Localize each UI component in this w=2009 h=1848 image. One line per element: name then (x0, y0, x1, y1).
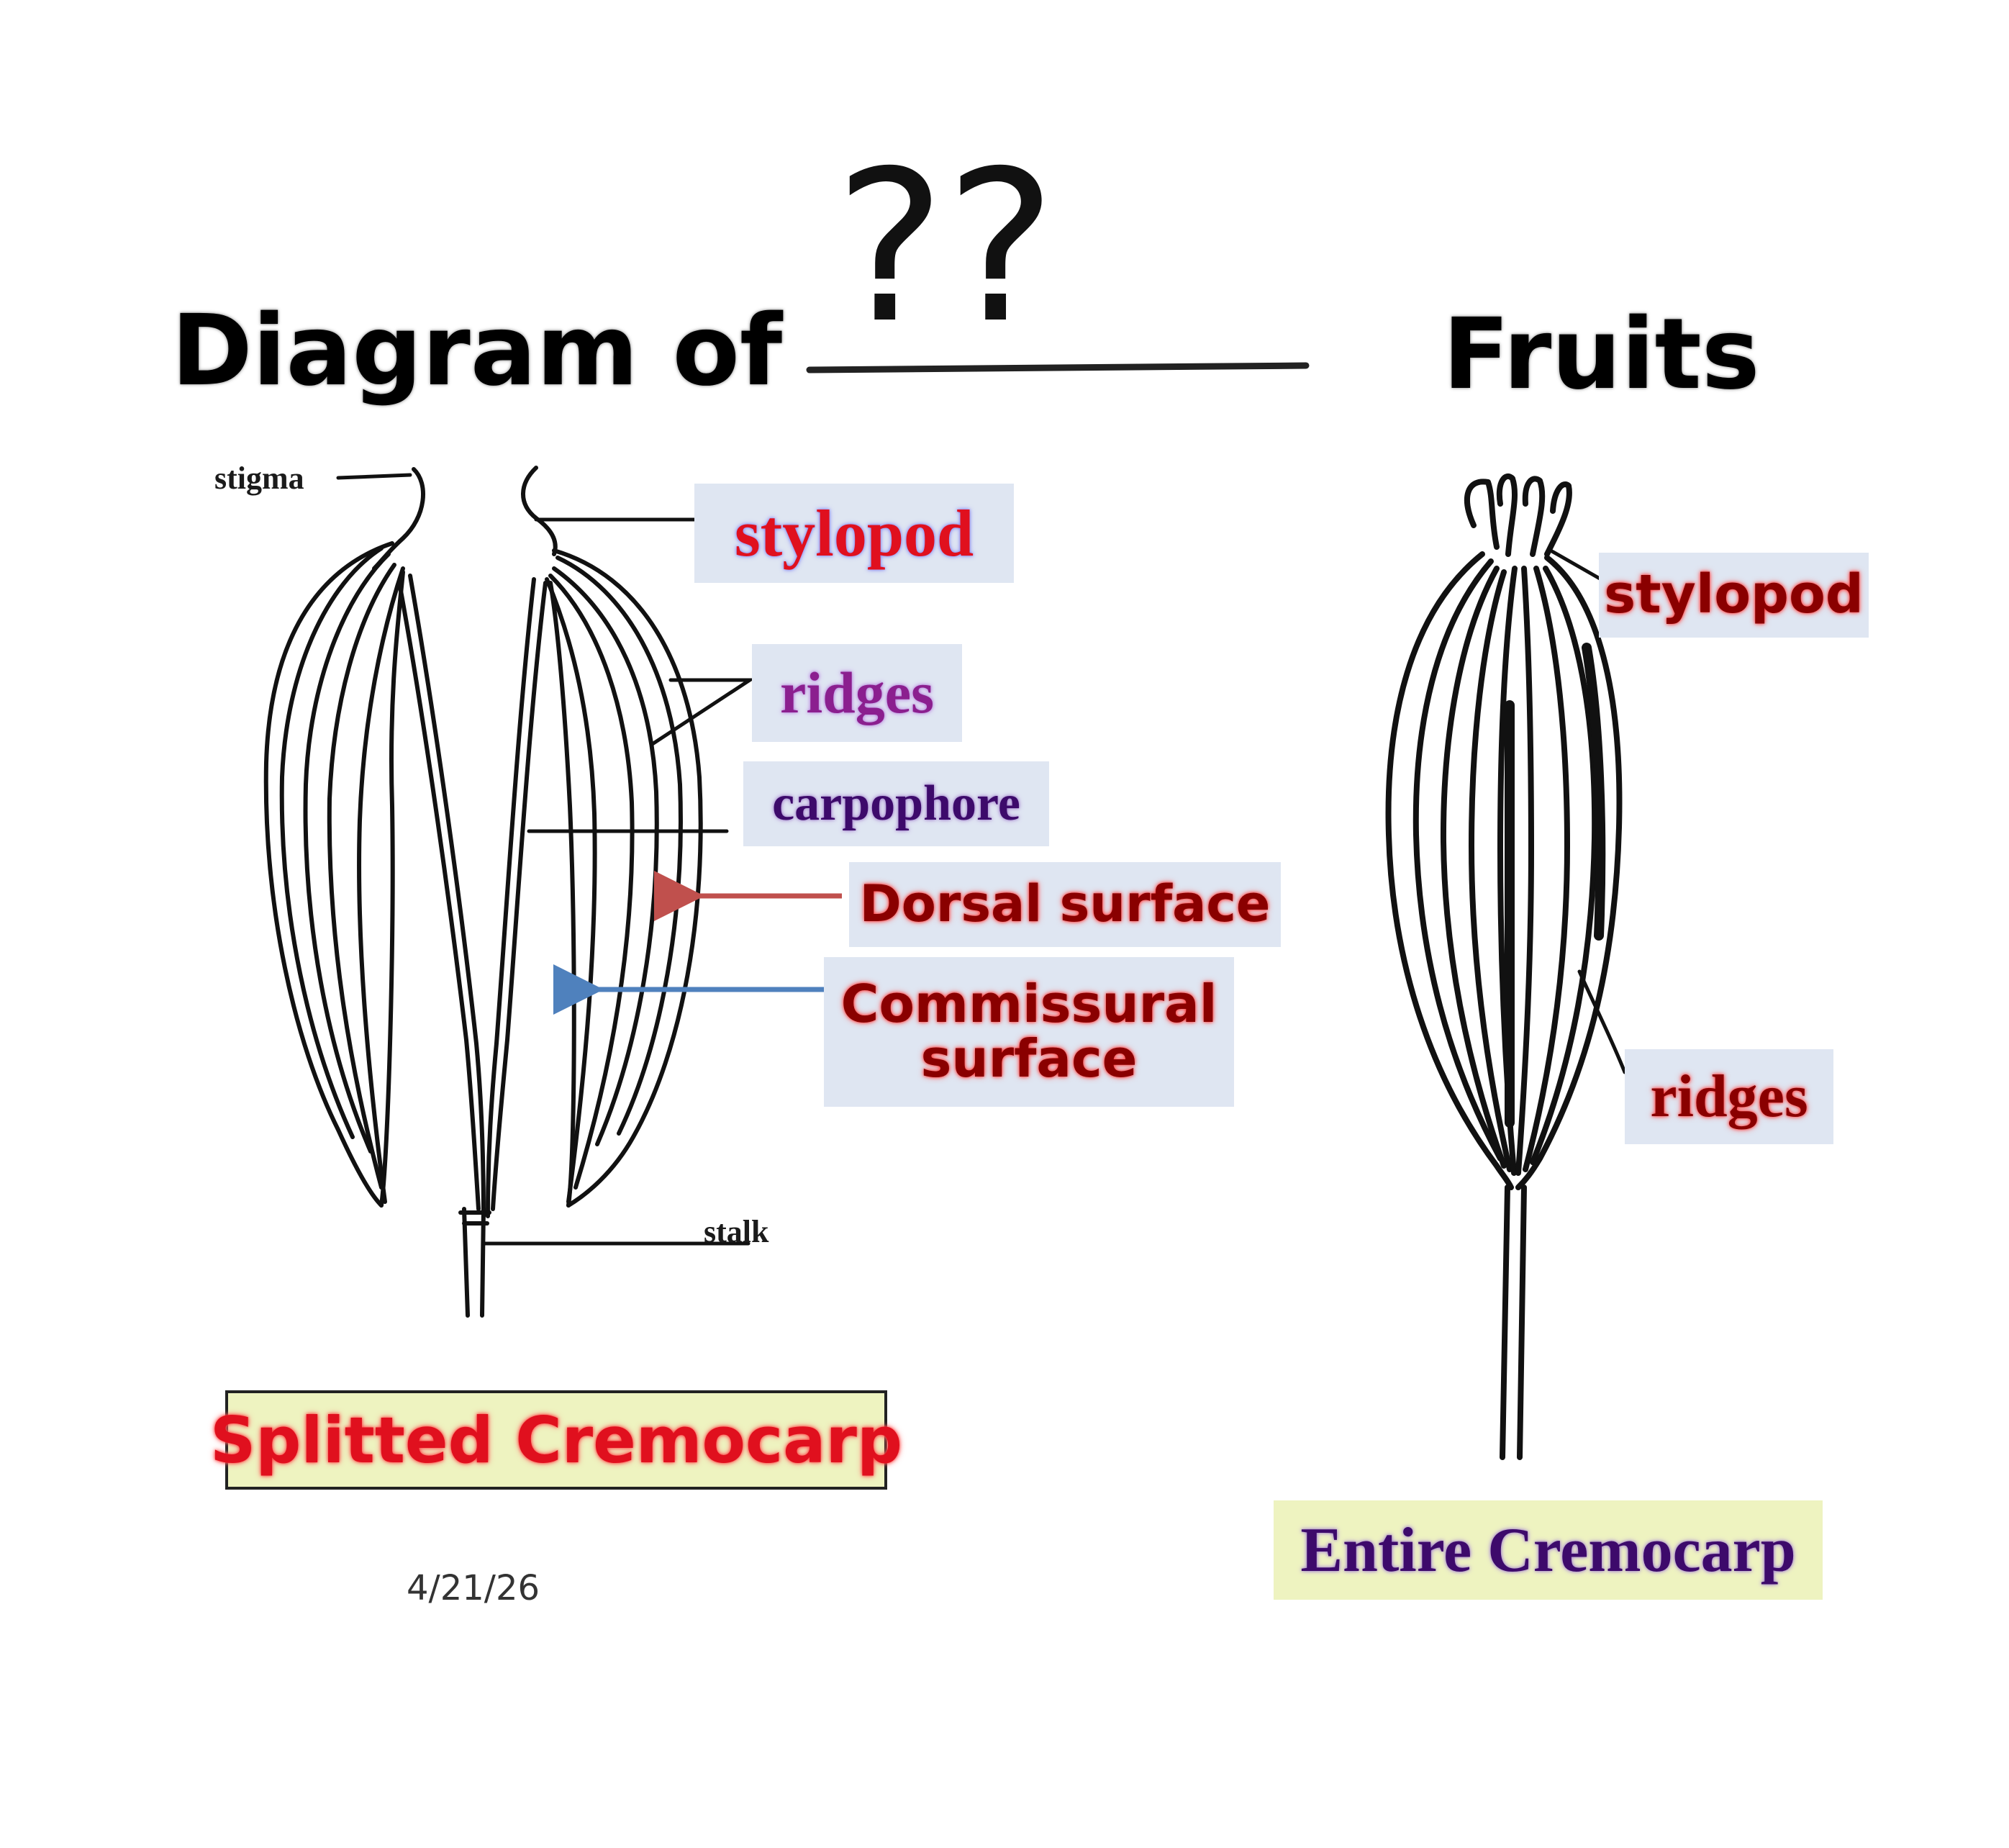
left-mericarp (263, 467, 486, 1218)
title-blank-line (806, 362, 1310, 373)
commissural-line2: surface (920, 1028, 1138, 1089)
entire-stylopod-label: stylopod (1599, 553, 1869, 638)
right-mericarp (486, 466, 703, 1218)
entire-fruit-shading (1505, 643, 1606, 1128)
stalk-label: stalk (704, 1214, 769, 1249)
stigma-label: stigma (214, 461, 304, 496)
title-diagram-of: Diagram of (171, 294, 783, 408)
ridges-leader (649, 678, 756, 747)
commissural-surface-label: Commissural surface (824, 957, 1234, 1107)
carpophore-label: carpophore (743, 761, 1049, 846)
slide-date: 4/21/26 (407, 1568, 540, 1608)
stylopod-label: stylopod (694, 484, 1014, 583)
stalk (458, 1207, 491, 1318)
stigma-leader (336, 473, 412, 480)
title-blank-question: ?? (835, 127, 1056, 369)
title-fruits: Fruits (1443, 298, 1760, 412)
entire-ridges-label: ridges (1625, 1049, 1833, 1144)
entire-stylopod-leader (1548, 548, 1603, 581)
entire-ridges-leader (1577, 969, 1627, 1074)
entire-fruit (1385, 474, 1623, 1460)
splitted-cremocarp-caption: Splitted Cremocarp (210, 1390, 902, 1490)
commissural-line1: Commissural (840, 974, 1217, 1035)
ridges-label: ridges (752, 644, 962, 742)
dorsal-surface-label: Dorsal surface (849, 862, 1281, 947)
entire-cremocarp-caption: Entire Cremocarp (1274, 1500, 1823, 1600)
